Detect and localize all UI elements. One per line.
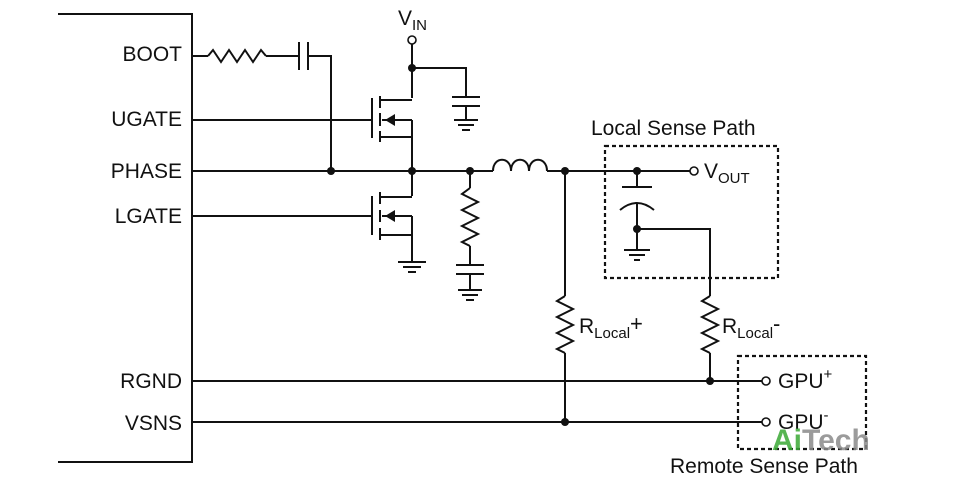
gpu-plus-label: GPU+	[778, 366, 833, 393]
junction-dot	[633, 167, 641, 175]
r-local-minus-resistor	[699, 295, 721, 381]
junction-dots	[327, 64, 714, 426]
junction-dot	[327, 167, 335, 175]
controller-ic-outline	[58, 13, 193, 463]
junction-dot	[408, 64, 416, 72]
vin-decoupling-capacitor	[452, 96, 480, 131]
output-inductor	[492, 158, 548, 172]
vin-terminal	[407, 35, 417, 45]
snubber-network	[456, 171, 484, 301]
pin-rgnd-label: RGND	[120, 370, 182, 393]
gpu-minus-terminal	[761, 417, 771, 427]
r-local-minus-label: RLocal-	[722, 311, 780, 342]
vin-label: VIN	[398, 7, 427, 34]
junction-dot	[408, 167, 416, 175]
gpu-minus-label: GPU-	[778, 407, 829, 434]
snubber-resistor	[459, 187, 481, 247]
r-local-plus-resistor	[554, 171, 576, 422]
vout-label: VOUT	[704, 160, 750, 187]
pin-boot-label: BOOT	[122, 43, 182, 66]
local-sense-box	[603, 144, 780, 280]
r-local-plus-label: RLocal+	[579, 311, 643, 342]
watermark-logo: AiTech	[772, 424, 870, 457]
remote-sense-box	[736, 354, 868, 451]
vout-terminal	[689, 166, 699, 176]
remote-sense-label: Remote Sense Path	[670, 455, 858, 478]
junction-dot	[633, 225, 641, 233]
junction-dot	[466, 167, 474, 175]
junction-dot	[561, 418, 569, 426]
low-side-mosfet	[371, 171, 426, 273]
local-sense-label: Local Sense Path	[591, 117, 756, 140]
gpu-plus-terminal	[761, 376, 771, 386]
pin-vsns-label: VSNS	[125, 412, 182, 435]
boot-network	[192, 42, 332, 171]
pin-lgate-label: LGATE	[115, 205, 182, 228]
junction-dot	[561, 167, 569, 175]
boot-resistor	[207, 48, 267, 64]
pin-ugate-label: UGATE	[111, 108, 182, 131]
pin-phase-label: PHASE	[111, 160, 182, 183]
high-side-mosfet	[371, 96, 413, 171]
junction-dot	[706, 377, 714, 385]
